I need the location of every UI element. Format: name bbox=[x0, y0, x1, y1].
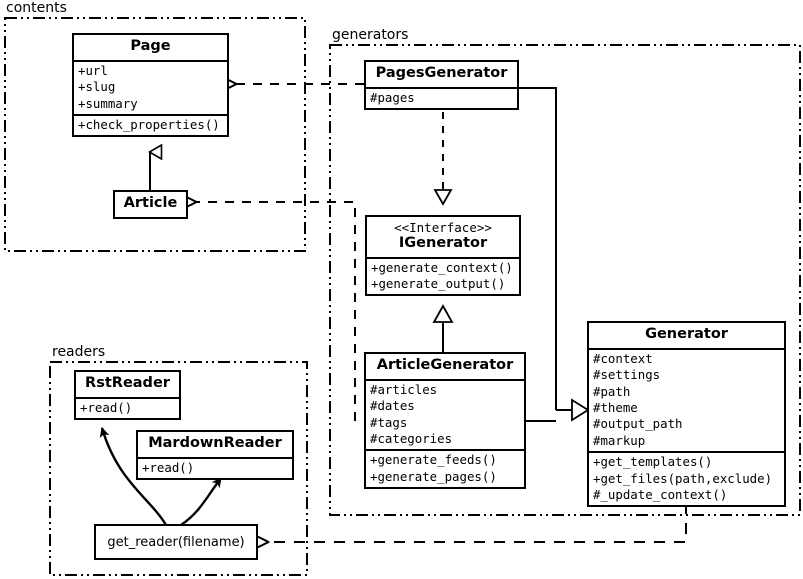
class-box-page[interactable]: Page +url +slug +summary +check_properti… bbox=[72, 33, 229, 138]
class-attributes-pagesgenerator: #pages bbox=[366, 86, 517, 108]
attribute-row: #theme bbox=[593, 400, 638, 416]
method-row: +generate_feeds() bbox=[370, 452, 497, 468]
method-row: +check_properties() bbox=[78, 117, 220, 133]
class-stereotype-igenerator: <<Interface>> bbox=[394, 220, 492, 235]
attribute-row: +url bbox=[78, 62, 108, 78]
relation-get_reader-mardownreader bbox=[180, 477, 222, 526]
relation-pagesgenerator-igenerator bbox=[433, 112, 453, 206]
class-name-generator: Generator bbox=[645, 326, 728, 342]
package-frame-readers bbox=[49, 361, 308, 576]
class-name-page: Page bbox=[130, 38, 171, 54]
attribute-row: #pages bbox=[370, 89, 415, 105]
class-box-pagesgenerator[interactable]: PagesGenerator #pages bbox=[364, 60, 519, 111]
class-methods-igenerator: +generate_context() +generate_output() bbox=[367, 256, 519, 295]
class-name-articlegenerator: ArticleGenerator bbox=[376, 357, 514, 373]
class-attributes-page: +url +slug +summary bbox=[74, 59, 227, 114]
class-name-igenerator: <<Interface>> IGenerator bbox=[367, 217, 519, 257]
class-methods-articlegenerator: +generate_feeds() +generate_pages() bbox=[366, 449, 524, 487]
class-name-rstreader: RstReader bbox=[85, 375, 170, 391]
class-box-generator[interactable]: Generator #context #settings #path #them… bbox=[587, 321, 786, 508]
class-methods-rstreader: +read() bbox=[76, 396, 179, 418]
class-attributes-generator: #context #settings #path #theme #output_… bbox=[589, 347, 784, 451]
function-label-get-reader: get_reader(filename) bbox=[107, 534, 245, 550]
class-name-mardownreader: MardownReader bbox=[148, 435, 282, 451]
package-frame-contents bbox=[4, 17, 306, 252]
method-row: +generate_context() bbox=[371, 259, 513, 275]
package-label-generators: generators bbox=[330, 27, 411, 43]
class-box-articlegenerator[interactable]: ArticleGenerator #articles #dates #tags … bbox=[364, 352, 526, 490]
method-row: +read() bbox=[142, 459, 195, 475]
method-row: +generate_pages() bbox=[370, 468, 497, 484]
class-box-igenerator[interactable]: <<Interface>> IGenerator +generate_conte… bbox=[365, 215, 521, 297]
method-row: +read() bbox=[80, 399, 133, 415]
method-row: +generate_output() bbox=[371, 276, 506, 292]
attribute-row: #path bbox=[593, 383, 631, 399]
method-row: +get_files(path,exclude) bbox=[593, 470, 773, 486]
attribute-row: #settings bbox=[593, 367, 661, 383]
package-label-readers: readers bbox=[50, 344, 108, 360]
relation-get_reader-rstreader bbox=[99, 427, 168, 526]
attribute-row: #output_path bbox=[593, 416, 683, 432]
attribute-row: +summary bbox=[78, 95, 138, 111]
attribute-row: #context bbox=[593, 350, 653, 366]
class-name-pagesgenerator: PagesGenerator bbox=[375, 65, 508, 81]
attribute-row: #dates bbox=[370, 398, 415, 414]
relation-articlegenerator-article bbox=[196, 202, 356, 421]
class-methods-generator: +get_templates() +get_files(path,exclude… bbox=[589, 451, 784, 505]
method-row: #_update_context() bbox=[593, 486, 728, 502]
package-frame-generators bbox=[329, 44, 801, 516]
attribute-row: #markup bbox=[593, 432, 646, 448]
class-methods-page: +check_properties() bbox=[74, 114, 227, 135]
class-attributes-articlegenerator: #articles #dates #tags #categories bbox=[366, 378, 524, 450]
class-name-label-igenerator: IGenerator bbox=[398, 234, 488, 251]
attribute-row: #tags bbox=[370, 414, 408, 430]
class-box-rstreader[interactable]: RstReader +read() bbox=[74, 370, 181, 421]
method-row: +get_templates() bbox=[593, 454, 713, 470]
relation-generators-to-generator bbox=[519, 87, 590, 422]
package-label-contents: contents bbox=[4, 0, 69, 16]
attribute-row: #categories bbox=[370, 431, 453, 447]
attribute-row: #articles bbox=[370, 381, 438, 397]
class-methods-mardownreader: +read() bbox=[138, 456, 292, 478]
class-box-article[interactable]: Article bbox=[113, 190, 188, 219]
class-name-article: Article bbox=[123, 195, 178, 211]
attribute-row: +slug bbox=[78, 79, 116, 95]
class-box-mardownreader[interactable]: MardownReader +read() bbox=[136, 430, 294, 481]
function-box-get-reader[interactable]: get_reader(filename) bbox=[94, 524, 258, 560]
relation-articlegenerator-igenerator bbox=[432, 304, 454, 352]
